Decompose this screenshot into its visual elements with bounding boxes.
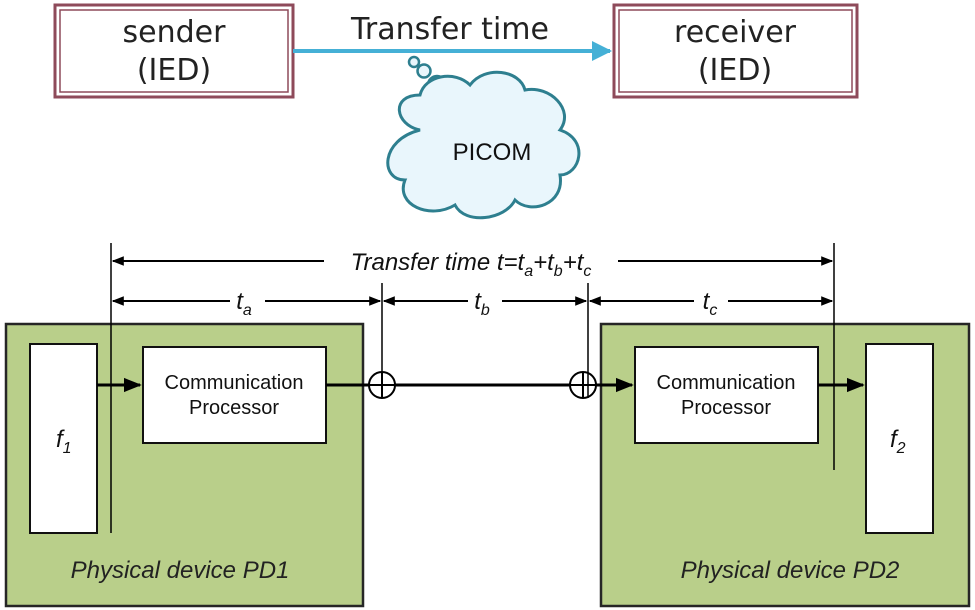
sender-ied-box: sender (IED): [53, 3, 295, 99]
total-transfer-time-label: Transfer time t=ta+tb+tc: [351, 249, 592, 280]
processor-pd1-line2: Processor: [189, 397, 279, 419]
function-f2-label: f2: [890, 426, 906, 457]
sender-label: sender: [123, 15, 227, 50]
pd1-label: Physical device PD1: [71, 557, 290, 584]
pd2-label: Physical device PD2: [681, 557, 900, 584]
picom-cloud: PICOM: [386, 70, 581, 220]
transfer-time-label: Transfer time: [350, 12, 549, 47]
connection-point-pd2: [569, 371, 597, 399]
physical-device-pd1: f1 Communication Processor Physical devi…: [4, 322, 365, 608]
receiver-ied-label: (IED): [698, 53, 772, 88]
function-f1-label: f1: [56, 426, 72, 457]
tc-label: tc: [703, 288, 718, 319]
physical-device-pd2: Communication Processor f2 Physical devi…: [599, 322, 971, 608]
receiver-ied-box: receiver (IED): [612, 3, 859, 99]
timing-reference-lines: [110, 243, 835, 533]
communication-processor-pd1: [142, 346, 327, 444]
processor-pd2-line2: Processor: [681, 397, 771, 419]
tb-label: tb: [474, 288, 490, 319]
function-f2-box: [865, 343, 934, 534]
receiver-label: receiver: [674, 15, 797, 50]
picom-label: PICOM: [453, 139, 532, 166]
function-f1-box: [29, 343, 98, 534]
processor-pd1-line1: Communication: [165, 372, 304, 394]
processor-pd2-line1: Communication: [657, 372, 796, 394]
sender-ied-label: (IED): [137, 53, 211, 88]
ta-label: ta: [236, 288, 252, 319]
communication-processor-pd2: [634, 346, 819, 444]
